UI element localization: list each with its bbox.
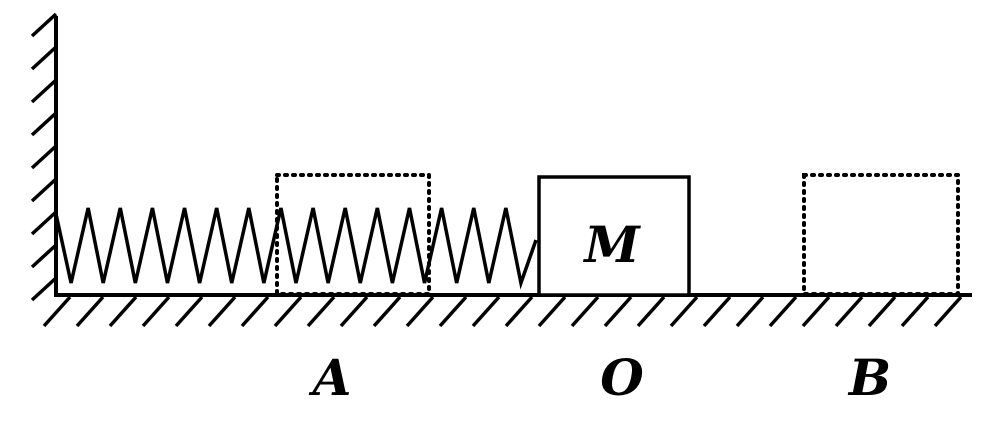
wall-hatch-mark bbox=[30, 144, 58, 170]
floor-hatch-mark bbox=[933, 295, 963, 328]
wall-hatch-mark bbox=[30, 78, 58, 104]
wall-hatch-mark bbox=[30, 243, 58, 269]
floor-hatch-mark bbox=[240, 295, 270, 328]
floor-hatch-mark bbox=[339, 295, 369, 328]
block-position-a bbox=[275, 173, 431, 296]
floor-hatch-mark bbox=[108, 295, 138, 328]
floor-hatch-mark bbox=[141, 295, 171, 328]
floor-hatch-mark bbox=[537, 295, 567, 328]
floor-hatch-mark bbox=[603, 295, 633, 328]
floor-hatch-mark bbox=[174, 295, 204, 328]
label-a: A bbox=[309, 348, 352, 407]
floor-hatch-mark bbox=[834, 295, 864, 328]
floor-hatch-mark bbox=[801, 295, 831, 328]
wall bbox=[30, 12, 58, 302]
block-m-label: M bbox=[582, 215, 641, 274]
floor-hatch-mark bbox=[42, 295, 72, 328]
floor bbox=[42, 293, 972, 328]
wall-hatching bbox=[30, 12, 58, 302]
floor-hatch-mark bbox=[471, 295, 501, 328]
floor-hatch-mark bbox=[306, 295, 336, 328]
floor-hatch-mark bbox=[669, 295, 699, 328]
wall-hatch-mark bbox=[30, 210, 58, 236]
spring bbox=[54, 207, 538, 290]
wall-hatch-mark bbox=[30, 45, 58, 71]
floor-hatch-mark bbox=[867, 295, 897, 328]
block-m bbox=[537, 175, 691, 297]
floor-hatch-mark bbox=[75, 295, 105, 328]
floor-hatch-mark bbox=[735, 295, 765, 328]
floor-hatch-mark bbox=[504, 295, 534, 328]
wall-hatch-mark bbox=[30, 12, 58, 38]
floor-hatch-mark bbox=[372, 295, 402, 328]
block-position-b bbox=[802, 173, 960, 296]
floor-hatching bbox=[42, 295, 963, 328]
wall-hatch-mark bbox=[30, 111, 58, 137]
floor-hatch-mark bbox=[636, 295, 666, 328]
floor-hatch-mark bbox=[273, 295, 303, 328]
label-b: B bbox=[847, 348, 891, 407]
floor-hatch-mark bbox=[405, 295, 435, 328]
floor-hatch-mark bbox=[207, 295, 237, 328]
floor-hatch-mark bbox=[900, 295, 930, 328]
wall-hatch-mark bbox=[30, 177, 58, 203]
floor-hatch-mark bbox=[768, 295, 798, 328]
floor-hatch-mark bbox=[702, 295, 732, 328]
wall-hatch-mark bbox=[30, 276, 58, 302]
floor-hatch-mark bbox=[438, 295, 468, 328]
floor-hatch-mark bbox=[570, 295, 600, 328]
label-o: O bbox=[600, 348, 644, 407]
